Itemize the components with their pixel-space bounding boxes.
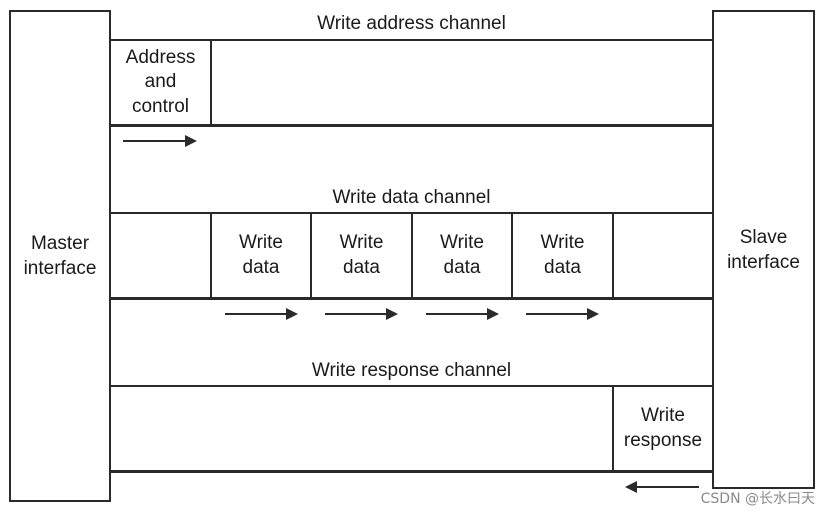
write-address-cell-divider <box>210 40 212 125</box>
write-response-channel-title: Write response channel <box>311 360 512 381</box>
write-response-cell-divider <box>612 386 614 471</box>
write-data-cell: Write data <box>239 232 283 278</box>
write-data-cell-divider <box>310 213 312 298</box>
address-and-control-cell: Address and control <box>125 46 196 117</box>
write-data-cell: Write data <box>440 232 484 278</box>
write-data-channel-title: Write data channel <box>332 187 491 208</box>
write-data-cell: Write data <box>339 232 384 278</box>
write-data-direction-arrow <box>325 308 398 320</box>
write-response-channel-top-line <box>111 385 713 387</box>
write-data-direction-arrow <box>526 308 599 320</box>
write-data-cell-divider <box>511 213 513 298</box>
write-response-channel-bottom-line <box>111 470 713 473</box>
write-address-direction-arrow <box>123 135 197 147</box>
write-address-channel-title: Write address channel <box>317 13 506 34</box>
csdn-watermark: CSDN @长水曰天 <box>700 491 815 507</box>
master-interface-box: Master interface <box>9 10 111 502</box>
write-address-channel-top-line <box>111 39 713 41</box>
slave-interface-label: Slave interface <box>727 226 800 273</box>
write-data-direction-arrow <box>225 308 298 320</box>
write-data-direction-arrow <box>426 308 499 320</box>
slave-interface-box: Slave interface <box>712 10 815 489</box>
write-data-cell: Write data <box>540 232 585 278</box>
master-interface-label: Master interface <box>23 233 97 279</box>
write-address-channel-bottom-line <box>111 124 713 127</box>
write-data-cell-divider <box>612 213 614 298</box>
write-data-channel-bottom-line <box>111 297 713 300</box>
write-response-direction-arrow <box>625 481 699 493</box>
write-response-cell: Write response <box>623 405 703 451</box>
write-data-cell-divider <box>210 213 212 298</box>
write-data-cell-divider <box>411 213 413 298</box>
